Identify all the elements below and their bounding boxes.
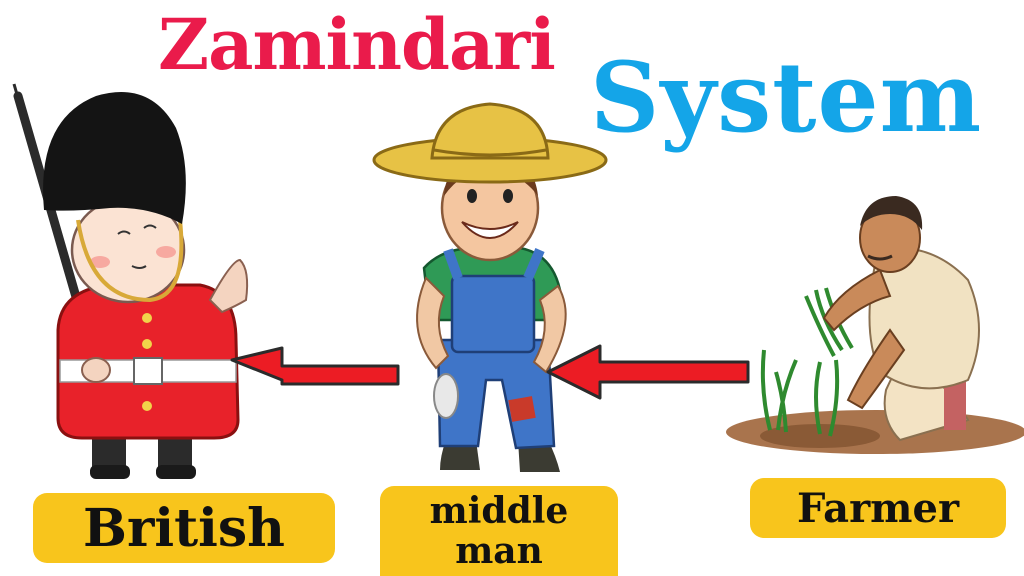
- arrow-middle-man-to-british: [230, 346, 400, 386]
- british-guard: [12, 83, 249, 479]
- label-farmer-text: Farmer: [796, 484, 960, 532]
- farmer-figure: [726, 196, 1024, 454]
- title-zamindari: Zamindari: [158, 3, 556, 86]
- label-middle-man-text: middle man: [429, 490, 569, 572]
- middle-man-figure: [372, 102, 608, 472]
- label-middle-man: middle man: [380, 486, 618, 576]
- label-farmer: Farmer: [750, 478, 1006, 538]
- arrow-farmer-to-middle-man: [546, 344, 750, 400]
- label-british-text: British: [83, 497, 285, 559]
- label-british: British: [33, 493, 335, 563]
- title-system: System: [590, 41, 983, 154]
